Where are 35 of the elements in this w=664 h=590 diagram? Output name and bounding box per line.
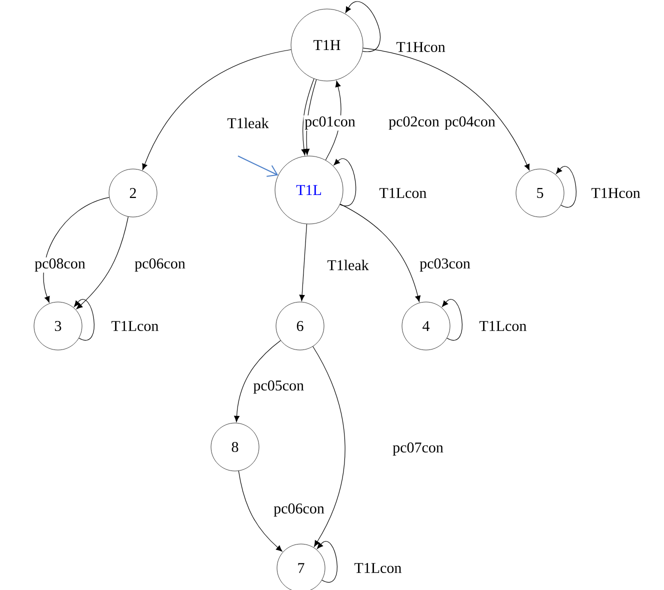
loop-arrow bbox=[556, 166, 576, 208]
edge-label: T1Hcon bbox=[590, 186, 642, 200]
loop-arrow bbox=[316, 541, 338, 583]
arrow bbox=[238, 470, 282, 552]
start-arrow bbox=[238, 156, 278, 177]
edge-label: pc07con bbox=[392, 441, 444, 457]
arrow bbox=[142, 49, 292, 170]
arrow bbox=[362, 48, 530, 170]
edge-label: T1Hcon bbox=[395, 40, 446, 54]
edge-label: T1Lcon bbox=[353, 562, 403, 574]
edge-label: pc06con bbox=[272, 502, 326, 518]
loop-arrow bbox=[345, 1, 380, 52]
arrow bbox=[304, 79, 317, 156]
loop-arrow bbox=[442, 299, 462, 340]
arrow bbox=[340, 204, 421, 302]
edge-label: T1Lcon bbox=[110, 320, 160, 332]
edge-label: pc02con bbox=[388, 115, 440, 131]
arrow bbox=[76, 216, 129, 310]
edge-label: T1leak bbox=[326, 258, 370, 272]
loop-arrow bbox=[74, 299, 94, 340]
edge-label: T1Lcon bbox=[378, 186, 428, 200]
edge-label: T1leak bbox=[226, 116, 270, 130]
arrow bbox=[312, 346, 346, 547]
edge-label: pc08con bbox=[34, 257, 86, 273]
edge-label: pc05con bbox=[252, 379, 306, 395]
arrow bbox=[234, 340, 281, 422]
loop-arrow bbox=[334, 158, 356, 206]
arrow bbox=[43, 197, 110, 303]
edge-label: pc06con bbox=[134, 257, 186, 273]
edge-label: pc01con bbox=[304, 115, 356, 131]
edge-label: pc04con bbox=[444, 115, 496, 131]
edge-label: T1Lcon bbox=[478, 320, 528, 332]
arrow bbox=[299, 224, 308, 302]
arrow bbox=[301, 78, 314, 156]
edge-label: pc03con bbox=[418, 257, 472, 273]
